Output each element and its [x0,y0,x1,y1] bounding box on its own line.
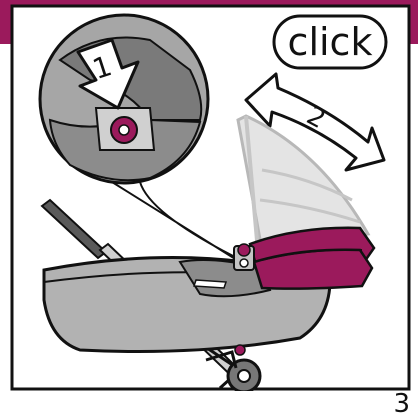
release-button [238,244,250,256]
zoom-callout: 1 [40,15,208,183]
click-bubble: click [274,16,386,68]
hood-fabric [250,228,374,289]
page-number: 3 [393,391,410,417]
click-text: click [288,20,373,64]
hood-hinge [234,244,254,270]
